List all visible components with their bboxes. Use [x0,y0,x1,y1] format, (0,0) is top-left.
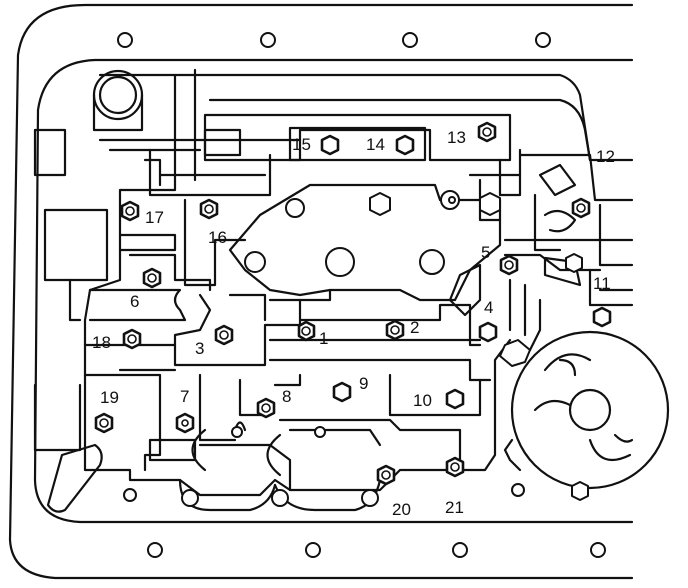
valve-body-passages [83,198,492,492]
left-components [33,128,109,513]
plate-hole [285,198,305,218]
bolt-7 [175,412,195,434]
label-3: 3 [195,339,204,358]
label-11: 11 [593,274,611,293]
bolt-17 [120,200,140,222]
label-14: 14 [366,135,385,154]
center-plate [228,183,502,302]
bolt-number-labels: 1 2 3 4 5 6 7 8 9 10 11 12 13 14 15 16 1… [92,128,615,519]
label-15: 15 [292,135,311,154]
label-4: 4 [484,298,493,317]
label-2: 2 [410,318,419,337]
bolt-13 [477,121,497,143]
bolt-3 [214,324,234,346]
bolt-bar-14-15 [288,126,427,162]
bolt-16 [199,198,219,220]
label-16: 16 [208,228,227,247]
bolt-1 [297,320,316,342]
label-13: 13 [447,128,466,147]
bolt-21 [445,456,465,478]
bolt-11 [592,306,612,328]
gasket-bolt-holes [117,32,606,558]
bolt-15 [320,134,340,156]
bolt-4 [478,321,498,343]
bolt-2 [385,319,405,341]
bolt-19 [94,412,114,434]
plate-hole-center [448,196,456,204]
label-19: 19 [100,388,119,407]
bolt-12 [571,197,591,219]
label-12: 12 [596,147,615,166]
bolt-20 [376,464,396,486]
bottom-lobes [178,478,382,512]
bolt-5 [499,254,519,276]
gasket-inner-outline [33,58,634,524]
label-18: 18 [92,333,111,352]
label-7: 7 [180,387,189,406]
accumulator [92,69,144,132]
plate-hole [419,249,445,275]
bolt-6 [142,267,162,289]
label-8: 8 [282,387,291,406]
bolt-10 [445,388,465,410]
manual-valve-linkage [98,128,302,197]
oil-pump [503,330,670,490]
bolt-8 [256,397,276,419]
label-17: 17 [145,208,164,227]
bolt-18 [122,328,142,350]
plate-hole [325,247,355,277]
gasket-outline [8,3,634,580]
upper-plate [203,98,592,162]
bolts [94,121,612,501]
label-9: 9 [359,374,368,393]
right-components [448,148,634,367]
plate-hole [244,251,266,273]
label-1: 1 [319,329,328,348]
label-6: 6 [130,292,139,311]
bolt-9 [332,381,352,403]
label-20: 20 [392,500,411,519]
label-5: 5 [481,243,490,262]
label-10: 10 [413,391,432,410]
label-21: 21 [445,498,464,517]
bolt-14 [395,134,415,156]
valve-body-outline [83,68,634,497]
